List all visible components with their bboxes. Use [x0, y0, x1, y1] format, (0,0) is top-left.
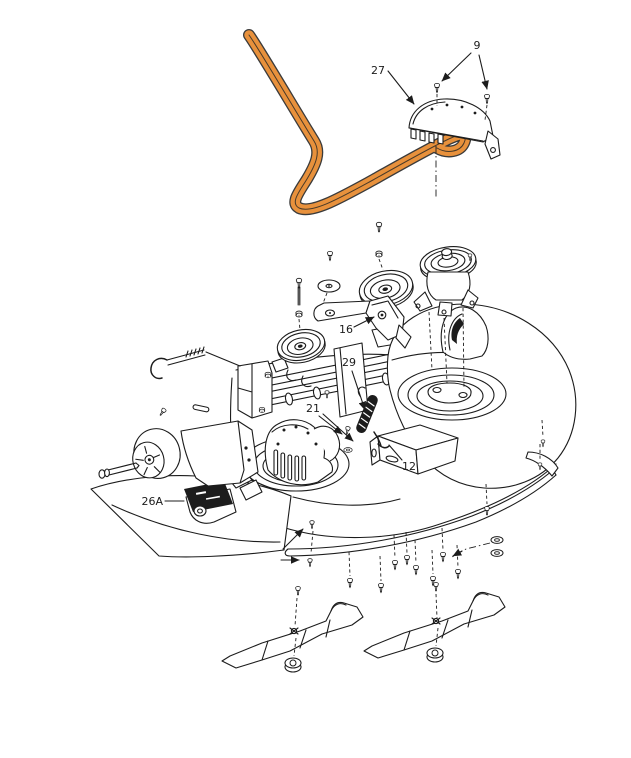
belt-cover: [408, 98, 501, 197]
callout-27-label: 27: [371, 64, 385, 77]
bracket-12: [369, 424, 459, 475]
idler-pulley-left: [276, 277, 326, 364]
front-skirt: [90, 475, 292, 558]
mandrel-cover: [264, 419, 341, 486]
idler-pulley-center: [358, 221, 414, 309]
callout-29-label: 29: [342, 356, 356, 369]
callout-16-label: 16: [339, 323, 353, 336]
callout-21-label: 21: [306, 402, 320, 415]
gauge-wheel-assembly: [98, 420, 259, 487]
callouts: 27 9 16 29 21 12 26A: [141, 39, 489, 508]
idler-arm: [313, 295, 412, 349]
callout-12-label: 12: [402, 460, 416, 473]
deck-edge-hardware: [280, 419, 546, 594]
cover-screws: [434, 83, 490, 121]
j-hook-rod: [150, 346, 241, 418]
blades: [221, 582, 505, 673]
decal-plate-26A: [184, 481, 237, 524]
spindle-assembly-right: [413, 246, 479, 389]
tension-spring: [343, 386, 390, 453]
callout-9-label: 9: [474, 39, 481, 52]
callout-26A-label: 26A: [141, 495, 163, 508]
idler-arm-hardware: [317, 250, 341, 307]
